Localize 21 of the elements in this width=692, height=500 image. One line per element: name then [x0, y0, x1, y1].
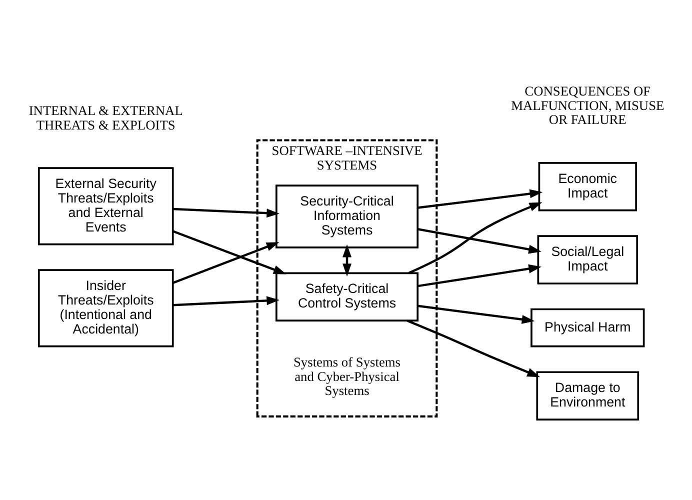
node-box: Safety-Critical Control Systems [275, 272, 418, 322]
arrow [172, 230, 286, 274]
node-box: Physical Harm [530, 308, 644, 348]
arrow [172, 208, 279, 218]
node-box: Security-Critical Information Systems [275, 184, 418, 248]
arrow [417, 189, 542, 209]
arrow [417, 264, 541, 288]
node-box: External Security Threats/Exploits and External Events [37, 167, 174, 246]
label: INTERNAL & EXTERNAL THREATS & EXPLOITS [28, 102, 182, 132]
label: CONSEQUENCES OF MALFUNCTION, MISUSE OR FAILURE [510, 83, 664, 128]
node-box: Economic Impact [538, 162, 636, 212]
node-box: Insider Threats/Exploits (Intentional and Accidental) [37, 269, 174, 348]
arrow [417, 304, 534, 324]
arrow [416, 228, 541, 254]
node-box: Social/Legal Impact [536, 235, 638, 284]
node-box: Damage to Environment [536, 371, 639, 420]
arrow [342, 244, 351, 276]
arrow [172, 242, 279, 284]
arrow [172, 296, 279, 306]
arrow [408, 202, 542, 274]
arrow [406, 320, 540, 378]
